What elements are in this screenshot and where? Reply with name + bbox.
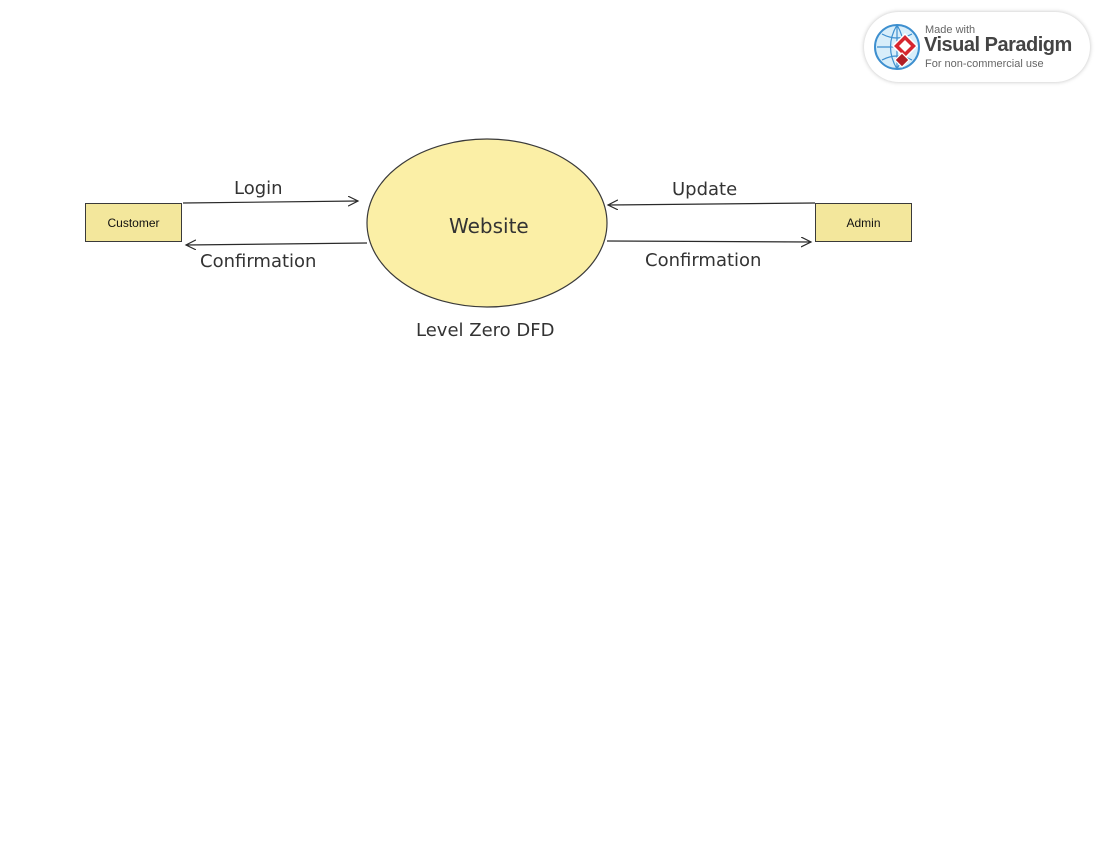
login-flow-label: Login [234,178,283,199]
login-flow-arrow [182,201,358,203]
confirmation-to-admin-label: Confirmation [645,250,762,271]
customer-entity-label: Customer [107,215,160,230]
website-process-label: Website [449,214,529,238]
customer-entity[interactable]: Customer [85,203,182,242]
diagram-caption: Level Zero DFD [416,320,555,341]
badge-made-with-text: Made with [925,24,976,36]
confirmation-to-admin-arrow [606,241,811,242]
visual-paradigm-logo-icon [874,24,920,70]
website-process-ellipse[interactable] [366,138,608,308]
admin-entity-label: Admin [846,215,881,230]
confirmation-to-customer-label: Confirmation [200,251,317,272]
admin-entity[interactable]: Admin [815,203,912,242]
badge-brand-text: Visual Paradigm [924,34,1072,56]
badge-usage-text: For non-commercial use [925,58,1044,70]
update-flow-label: Update [672,179,738,200]
confirmation-to-customer-arrow [186,243,368,245]
visual-paradigm-badge: Made with Visual Paradigm For non-commer… [864,12,1090,82]
update-flow-arrow [608,203,816,205]
